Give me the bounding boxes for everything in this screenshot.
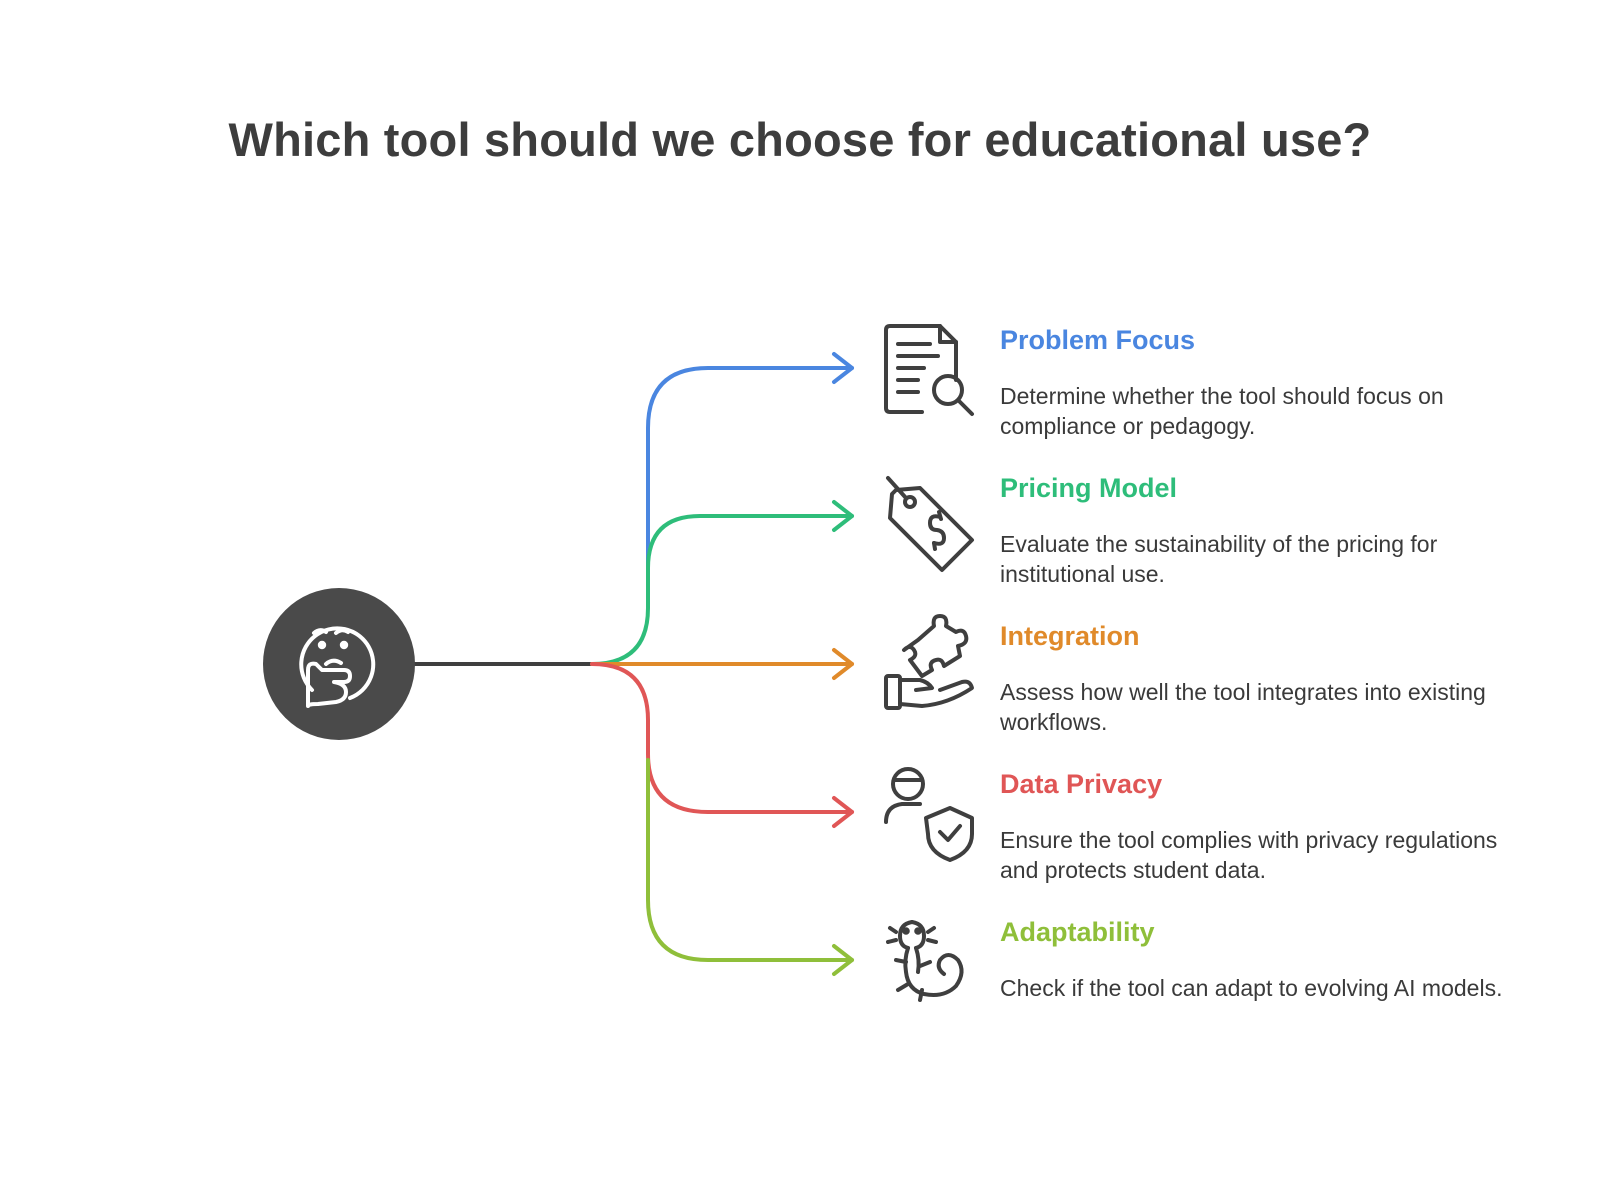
thinking-face-icon: [299, 626, 376, 708]
option-title: Adaptability: [1000, 917, 1155, 947]
option-description: Check if the tool can adapt to evolving …: [1000, 975, 1503, 1001]
price-tag-icon: [886, 476, 974, 572]
branch-adaptability: [646, 758, 854, 976]
option-problem-focus: Problem Focus Determine whether the tool…: [1000, 323, 1540, 441]
option-title: Problem Focus: [1000, 325, 1196, 355]
option-pricing-model: Pricing Model Evaluate the sustainabilit…: [1000, 471, 1540, 589]
option-description: Evaluate the sustainability of the prici…: [1000, 531, 1438, 587]
branch-data-privacy: [590, 662, 854, 828]
document-search-icon: [884, 324, 974, 416]
user-shield-icon: [884, 767, 974, 862]
option-data-privacy: Data Privacy Ensure the tool complies wi…: [1000, 767, 1540, 885]
option-adaptability: Adaptability Check if the tool can adapt…: [1000, 915, 1540, 1003]
option-description: Ensure the tool complies with privacy re…: [1000, 827, 1498, 883]
option-title: Pricing Model: [1000, 473, 1178, 503]
root-node: [263, 588, 415, 740]
option-description: Assess how well the tool integrates into…: [1000, 679, 1486, 735]
puzzle-hand-icon: [884, 614, 974, 710]
option-integration: Integration Assess how well the tool int…: [1000, 619, 1540, 737]
option-description: Determine whether the tool should focus …: [1000, 383, 1444, 439]
option-title: Data Privacy: [1000, 769, 1163, 799]
branch-pricing-model: [590, 500, 854, 666]
branch-problem-focus: [646, 352, 854, 568]
salamander-icon: [886, 920, 964, 1002]
option-title: Integration: [1000, 621, 1140, 651]
page-title: Which tool should we choose for educatio…: [228, 113, 1372, 166]
branch-integration: [590, 648, 854, 680]
